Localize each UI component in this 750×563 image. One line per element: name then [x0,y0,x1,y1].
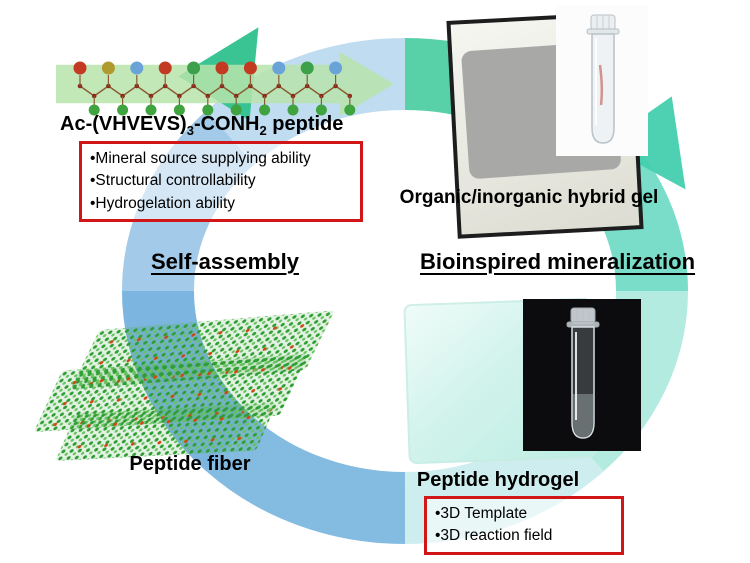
hydrogel-properties-box: •3D Template •3D reaction field [424,496,624,555]
peptide-chain-svg [73,61,356,116]
bioinspired-mineralization-label: Bioinspired mineralization [420,249,696,274]
peptide-fiber-label: Peptide fiber [129,453,251,475]
test-tube-icon [566,307,600,439]
peptide-feature-item: •Hydrogelation ability [90,194,236,212]
peptide-properties-box: •Mineral source supplying ability •Struc… [79,141,363,223]
peptide-name-sub: 2 [259,123,267,138]
peptide-hydrogel-label: Peptide hydrogel [416,469,580,491]
hybrid-gel-label: Organic/inorganic hybrid gel [399,187,659,208]
peptide-name-part: -CONH [193,113,260,135]
peptide-feature-item: •Mineral source supplying ability [90,150,311,167]
test-tube-icon [586,14,620,144]
peptide-name-part: peptide [266,113,344,135]
peptide-name-part: Ac-(VHVEVS) [60,113,187,135]
peptide-name-title: Ac-(VHVEVS)3-CONH2 peptide [60,113,343,138]
peptide-fiber-illustration [33,310,336,462]
hybrid-gel-tube-photo [556,6,648,156]
peptide-feature-item: •Structural controllability [90,172,256,190]
hydrogel-tube-photo [523,299,641,451]
hydrogel-feature-item: •3D Template [435,505,528,522]
peptide-name-sub: 3 [186,123,194,138]
self-assembly-label: Self-assembly [151,249,299,274]
hydrogel-feature-item: •3D reaction field [435,527,553,545]
